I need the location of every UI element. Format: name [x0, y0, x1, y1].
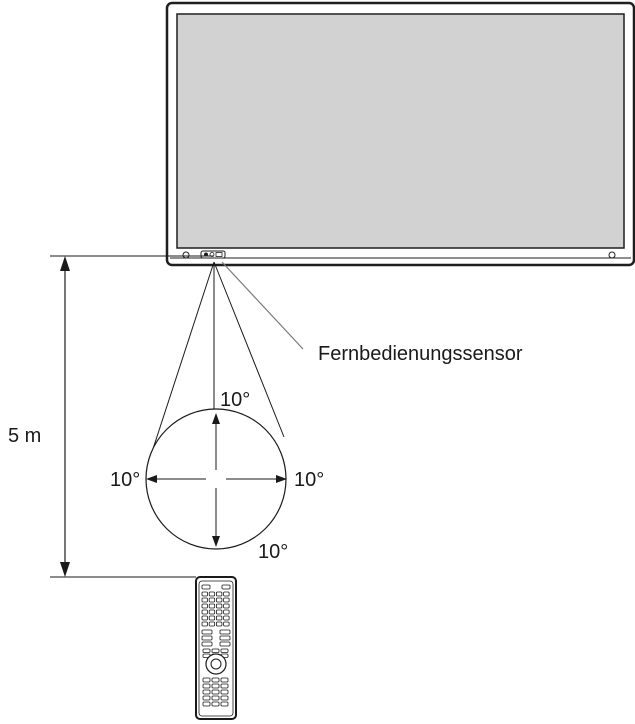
- display-monitor: [165, 1, 635, 267]
- remote-button: [208, 609, 216, 615]
- remote-button: [211, 648, 220, 653]
- remote-button: [215, 621, 223, 627]
- monitor-right-indicator: [608, 251, 616, 259]
- remote-button: [201, 603, 208, 609]
- remote-button: [223, 603, 230, 609]
- remote-button: [215, 609, 223, 615]
- reception-cone: 10° 10° 10° 10°: [110, 261, 324, 563]
- remote-button: [201, 615, 208, 621]
- remote-button: [202, 677, 211, 683]
- distance-arrow-bottom: [60, 562, 70, 577]
- sensor-label: Fernbedienungssensor: [318, 343, 523, 365]
- remote-button: [201, 609, 208, 615]
- angle-label-left: 10°: [110, 469, 140, 491]
- remote-button: [219, 635, 231, 641]
- remote-button: [215, 597, 223, 603]
- remote-button: [220, 677, 229, 683]
- remote-button: [208, 615, 216, 621]
- remote-button: [220, 701, 229, 707]
- remote-button: [211, 695, 220, 701]
- cone-right-edge: [213, 261, 285, 438]
- remote-button: [202, 648, 211, 653]
- remote-button: [208, 597, 216, 603]
- remote-button: [211, 683, 220, 689]
- sensor-callout: Fernbedienungssensor: [221, 261, 523, 365]
- remote-dpad-center: [210, 658, 222, 670]
- monitor-left-indicator: [182, 251, 190, 259]
- remote-button: [223, 621, 230, 627]
- remote-button: [220, 683, 229, 689]
- distance-arrow-top: [60, 256, 70, 271]
- remote-button: [223, 609, 230, 615]
- cone-left-edge: [149, 261, 215, 459]
- remote-button: [215, 603, 223, 609]
- remote-button: [208, 591, 216, 597]
- angle-label-top: 10°: [220, 389, 250, 411]
- remote-inner-outline: [198, 580, 234, 717]
- remote-button: [201, 597, 208, 603]
- remote-button: [219, 629, 231, 635]
- remote-button: [221, 584, 231, 590]
- remote-button: [220, 689, 229, 695]
- remote-button: [208, 621, 216, 627]
- remote-button: [202, 701, 211, 707]
- remote-button: [201, 621, 208, 627]
- remote-button: [223, 597, 230, 603]
- remote-buttons: [201, 584, 231, 707]
- remote-button: [202, 683, 211, 689]
- remote-button: [211, 701, 220, 707]
- remote-button: [215, 615, 223, 621]
- angle-label-right: 10°: [294, 469, 324, 491]
- monitor-screen: [176, 13, 625, 249]
- remote-button: [215, 591, 223, 597]
- remote-button: [202, 689, 211, 695]
- remote-button: [208, 603, 216, 609]
- distance-dimension: 5 m: [6, 255, 214, 578]
- remote-button: [201, 591, 208, 597]
- remote-button: [220, 695, 229, 701]
- remote-button: [219, 641, 231, 647]
- remote-button: [220, 648, 229, 653]
- remote-button: [202, 695, 211, 701]
- remote-control: [195, 576, 237, 720]
- remote-sensor: [200, 250, 226, 259]
- remote-button: [201, 635, 213, 641]
- remote-button: [201, 629, 213, 635]
- sensor-leader-line: [221, 261, 304, 350]
- remote-button: [223, 591, 230, 597]
- angle-label-bottom: 10°: [258, 541, 288, 563]
- remote-button: [201, 641, 213, 647]
- distance-label: 5 m: [8, 425, 41, 447]
- remote-button: [201, 584, 211, 590]
- remote-button: [223, 615, 230, 621]
- remote-button: [211, 689, 220, 695]
- remote-button: [211, 677, 220, 683]
- angle-arrows: [146, 413, 287, 547]
